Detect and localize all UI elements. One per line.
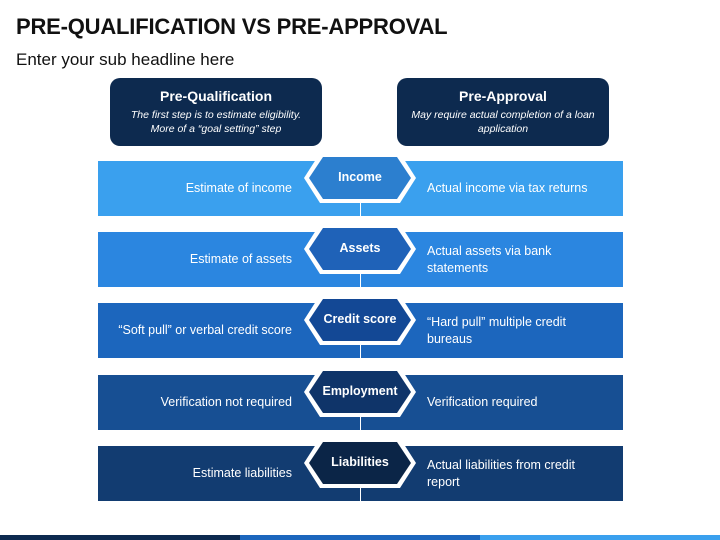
cell-text: Verification not required bbox=[160, 395, 292, 409]
cell-text: Estimate of income bbox=[185, 181, 292, 195]
category-hexagon: Assets bbox=[302, 222, 418, 284]
hexagon-shape bbox=[304, 224, 416, 274]
hexagon-fill bbox=[309, 371, 411, 413]
comparison-row: Estimate of income Actual income via tax … bbox=[98, 153, 623, 216]
cell-text: Estimate of assets bbox=[189, 252, 292, 266]
header-pre-approval: Pre-Approval May require actual completi… bbox=[397, 78, 609, 146]
category-hexagon: Credit score bbox=[302, 293, 418, 355]
accent-segment bbox=[240, 535, 480, 540]
hexagon-shape bbox=[304, 367, 416, 417]
bottom-accent-bar bbox=[0, 535, 720, 540]
hexagon-fill bbox=[309, 299, 411, 341]
cell-text: Actual income via tax returns bbox=[427, 181, 588, 195]
hexagon-shape bbox=[304, 438, 416, 488]
cell-text: Actual assets via bank statements bbox=[427, 243, 552, 275]
header-description: May require actual completion of a loan … bbox=[411, 109, 595, 135]
category-label: Income bbox=[338, 170, 382, 184]
hexagon-shape bbox=[304, 153, 416, 203]
category-hexagon: Employment bbox=[302, 365, 418, 427]
category-label: Liabilities bbox=[331, 455, 389, 469]
category-label: Assets bbox=[339, 241, 381, 255]
accent-segment bbox=[480, 535, 720, 540]
hexagon-shape bbox=[304, 295, 416, 345]
cell-text: “Soft pull” or verbal credit score bbox=[118, 323, 292, 337]
accent-segment bbox=[0, 535, 240, 540]
header-description: The first step is to estimate eligibilit… bbox=[130, 109, 302, 135]
category-label: Credit score bbox=[323, 312, 397, 326]
category-label: Employment bbox=[322, 384, 398, 398]
cell-text: Verification required bbox=[427, 395, 538, 409]
pre-qualification-cell: Verification not required bbox=[98, 375, 360, 430]
cell-text: “Hard pull” multiple credit bureaus bbox=[427, 314, 566, 346]
comparison-row: Verification not required Verification re… bbox=[98, 367, 623, 430]
slide-subtitle: Enter your sub headline here bbox=[16, 50, 235, 69]
header-title: Pre-Approval bbox=[459, 88, 547, 104]
header-pre-qualification: Pre-Qualification The first step is to e… bbox=[110, 78, 322, 146]
cell-text: Estimate liabilities bbox=[192, 466, 292, 480]
comparison-row: “Soft pull” or verbal credit score “Hard … bbox=[98, 295, 623, 358]
cell-text: Actual liabilities from credit report bbox=[427, 457, 575, 489]
category-hexagon: Income bbox=[302, 151, 418, 213]
category-hexagon: Liabilities bbox=[302, 436, 418, 498]
comparison-row: Estimate liabilities Actual liabilities f… bbox=[98, 438, 623, 501]
slide-title: PRE-QUALIFICATION VS PRE-APPROVAL bbox=[16, 14, 448, 39]
hexagon-fill bbox=[309, 157, 411, 199]
hexagon-fill bbox=[309, 442, 411, 484]
hexagon-fill bbox=[309, 228, 411, 270]
header-title: Pre-Qualification bbox=[159, 88, 273, 104]
comparison-row: Estimate of assets Actual assets via bank… bbox=[98, 224, 623, 287]
